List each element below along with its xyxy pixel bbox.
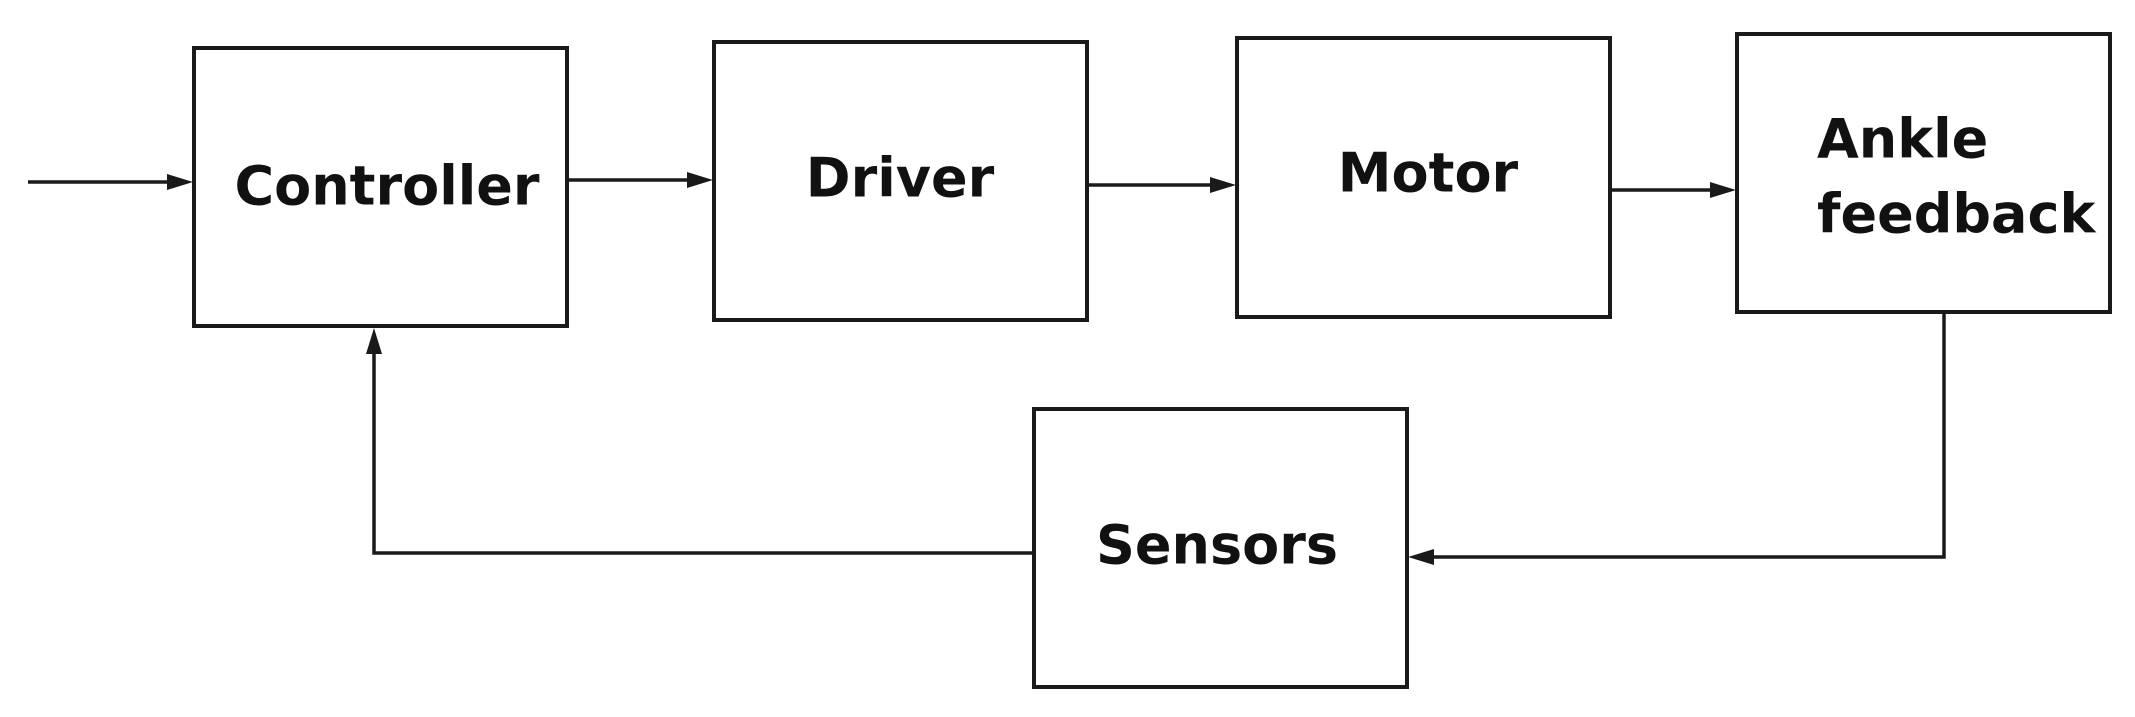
sensors-to-controller-arrow (366, 328, 1034, 555)
motor-block: Motor (1235, 36, 1612, 319)
driver-label: Driver (806, 147, 995, 210)
controller-block: Controller (192, 46, 569, 328)
ankle-feedback-to-sensors-arrowhead (1408, 549, 1434, 565)
sensors-block: Sensors (1032, 407, 1409, 689)
controller-to-driver-arrow (567, 172, 713, 188)
driver-to-motor-arrow (1087, 177, 1236, 193)
driver-block: Driver (712, 40, 1089, 322)
controller-label: Controller (235, 155, 540, 218)
sensors-to-controller-arrowhead (366, 328, 382, 354)
motor-box (1235, 36, 1612, 319)
ankle-feedback-box (1735, 32, 2112, 314)
input-arrow (28, 174, 193, 190)
sensors-box (1032, 407, 1409, 689)
driver-to-motor-arrowhead (1210, 177, 1236, 193)
motor-to-ankle-feedback-arrowhead (1710, 182, 1736, 198)
sensors-label: Sensors (1096, 514, 1338, 577)
ankle-feedback-to-sensors-arrow (1408, 312, 1946, 565)
ankle-feedback-block: Ankle feedback (1735, 32, 2112, 314)
ankle-feedback-label-line-2: feedback (1817, 183, 2096, 246)
input-arrowhead (167, 174, 193, 190)
controller-box (192, 46, 569, 328)
motor-to-ankle-feedback-arrow (1610, 182, 1736, 198)
ankle-feedback-label-line-1: Ankle (1817, 108, 1988, 171)
controller-to-driver-arrowhead (687, 172, 713, 188)
driver-box (712, 40, 1089, 322)
motor-label: Motor (1338, 142, 1519, 205)
